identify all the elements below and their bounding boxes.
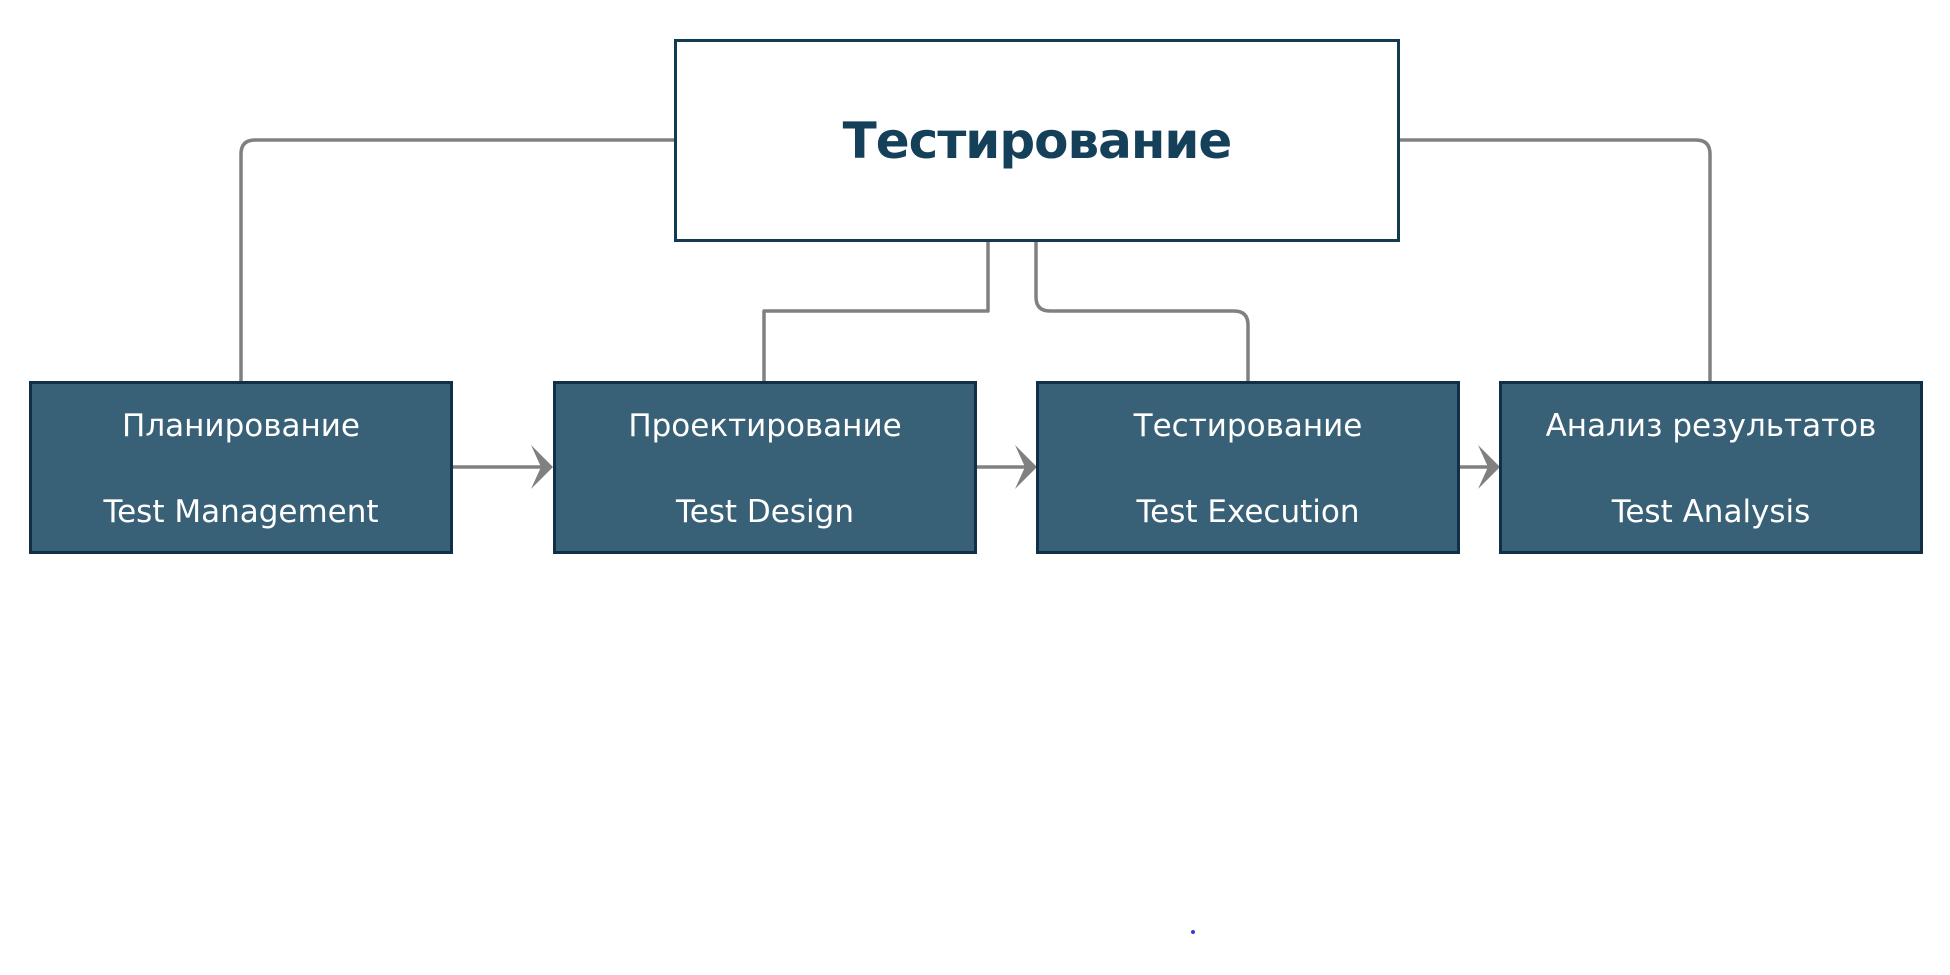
stage-subtitle: Test Execution	[1136, 494, 1360, 530]
connector-root-to-execution	[1034, 240, 1250, 383]
connector-root-to-design	[762, 240, 990, 383]
connector-root-to-planning	[239, 138, 676, 383]
connector-root-to-analysis	[1398, 138, 1712, 383]
flow-arrowhead-1	[531, 445, 553, 489]
flow-arrowhead-3	[1478, 445, 1500, 489]
stage-title: Планирование	[122, 408, 360, 444]
stage-node-planning[interactable]: Планирование Test Management	[29, 381, 453, 554]
stage-node-analysis[interactable]: Анализ результатов Test Analysis	[1499, 381, 1923, 554]
stage-title: Проектирование	[628, 408, 902, 444]
stage-node-execution[interactable]: Тестирование Test Execution	[1036, 381, 1460, 554]
root-node[interactable]: Тестирование	[674, 39, 1400, 242]
root-node-title: Тестирование	[842, 111, 1233, 170]
stray-dot-marker	[1191, 930, 1195, 934]
stage-subtitle: Test Analysis	[1611, 494, 1811, 530]
stage-subtitle: Test Management	[103, 494, 379, 530]
stage-title: Анализ результатов	[1545, 408, 1877, 444]
stage-node-design[interactable]: Проектирование Test Design	[553, 381, 977, 554]
stage-subtitle: Test Design	[676, 494, 854, 530]
flow-arrowhead-2	[1015, 445, 1037, 489]
stage-title: Тестирование	[1133, 408, 1363, 444]
